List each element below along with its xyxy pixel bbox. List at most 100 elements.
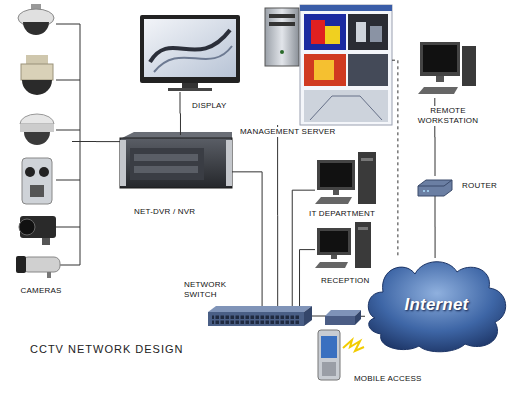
bullet-camera bbox=[16, 256, 60, 278]
wireless-bolt bbox=[343, 340, 364, 351]
modem-front bbox=[325, 316, 355, 325]
monitor-screen bbox=[320, 231, 348, 252]
nvr-top bbox=[122, 132, 232, 138]
tower-case bbox=[265, 8, 299, 66]
nvr-unit bbox=[120, 132, 232, 188]
tower-case bbox=[358, 152, 376, 204]
camera-mount bbox=[47, 272, 51, 278]
router-device bbox=[418, 180, 452, 196]
speed-dome-camera bbox=[21, 55, 53, 95]
display-stand bbox=[182, 83, 198, 88]
screen-swirl bbox=[150, 30, 230, 62]
drive-bay bbox=[134, 154, 198, 161]
mobile-phone bbox=[318, 330, 340, 380]
camera-lens bbox=[25, 167, 35, 177]
rack-handle bbox=[226, 140, 232, 186]
router-node: ROUTER bbox=[418, 176, 452, 196]
camera-housing bbox=[22, 257, 60, 272]
monitor-stand bbox=[331, 255, 337, 259]
rack-handle bbox=[120, 140, 126, 186]
switch-device bbox=[208, 306, 312, 326]
router-body bbox=[418, 180, 452, 196]
node-label: NET-DVR / NVR bbox=[134, 207, 195, 217]
monitor-screen bbox=[320, 163, 352, 187]
camera-mount bbox=[31, 4, 41, 10]
workstation-computer bbox=[418, 42, 476, 94]
bus-wire bbox=[80, 24, 81, 265]
network-cable bbox=[277, 125, 278, 306]
network-cable bbox=[312, 316, 365, 317]
router-edge bbox=[418, 180, 452, 186]
network-cable bbox=[180, 92, 181, 135]
phone-body bbox=[318, 330, 340, 380]
thermal-view bbox=[304, 14, 346, 50]
nvr-body bbox=[120, 138, 232, 188]
display-monitor bbox=[140, 15, 240, 91]
tower-case bbox=[355, 222, 371, 268]
workstation-node: REMOTE WORKSTATION bbox=[418, 40, 478, 98]
display-frame bbox=[140, 15, 240, 83]
monitor-stand bbox=[333, 190, 339, 195]
network-cable bbox=[300, 250, 315, 306]
computer-node: IT DEPARTMENT bbox=[315, 152, 378, 205]
nvr-node: NET-DVR / NVR bbox=[120, 135, 232, 190]
network-cable bbox=[232, 172, 262, 306]
thermal-spot bbox=[314, 60, 334, 80]
server-node: MANAGEMENT SERVER bbox=[262, 5, 392, 125]
reception-computer bbox=[315, 222, 371, 268]
fixed-camera bbox=[19, 216, 56, 245]
drive-bay bbox=[134, 166, 198, 173]
network-cable bbox=[392, 60, 398, 258]
camera-lens bbox=[19, 219, 35, 235]
node-label: NETWORK SWITCH bbox=[184, 280, 234, 300]
node-label: MOBILE ACCESS bbox=[354, 374, 422, 384]
software-screenshot bbox=[300, 5, 392, 125]
switch-front bbox=[208, 312, 304, 326]
node-label: DISPLAY bbox=[192, 101, 227, 111]
monitor-frame bbox=[420, 42, 460, 76]
computer-node: RECEPTION bbox=[315, 222, 372, 268]
internet-cloud: Internet bbox=[365, 258, 508, 352]
server-tower bbox=[265, 8, 299, 66]
power-led bbox=[280, 50, 284, 54]
mobile-node: MOBILE ACCESS bbox=[318, 330, 340, 380]
node-label: RECEPTION bbox=[321, 276, 369, 286]
window-titlebar bbox=[300, 5, 392, 11]
tower-case bbox=[462, 46, 476, 86]
display-node: DISPLAY bbox=[140, 15, 240, 92]
network-cable bbox=[292, 190, 315, 306]
camera-view-figure bbox=[370, 26, 382, 42]
screen-swirl bbox=[154, 46, 232, 72]
switch-side bbox=[304, 306, 312, 326]
camera-view bbox=[348, 54, 388, 86]
monitor-frame bbox=[317, 228, 351, 255]
node-label: REMOTE WORKSTATION bbox=[414, 106, 482, 126]
camera-panel bbox=[30, 185, 44, 197]
node-label: IT DEPARTMENT bbox=[309, 209, 375, 219]
phone-keypad bbox=[322, 362, 336, 376]
modem-top bbox=[325, 310, 361, 316]
window-frame bbox=[300, 5, 392, 125]
keyboard bbox=[418, 87, 458, 94]
bus-tick bbox=[56, 24, 80, 265]
switch-node: NETWORK SWITCH bbox=[208, 306, 312, 326]
camera-housing bbox=[18, 9, 54, 27]
router-led bbox=[423, 190, 425, 192]
network-cable bbox=[435, 196, 436, 258]
switch-ports bbox=[212, 314, 300, 324]
display-screen bbox=[144, 19, 236, 77]
keyboard bbox=[315, 197, 352, 204]
thermal-spot bbox=[325, 26, 340, 44]
corridor-lines bbox=[310, 96, 382, 120]
monitor-screen bbox=[423, 45, 457, 72]
diagram-title: CCTV NETWORK DESIGN bbox=[30, 343, 183, 355]
camera-housing bbox=[22, 158, 52, 204]
modem-device bbox=[325, 310, 361, 325]
drive-slot bbox=[269, 14, 295, 18]
camera-ring bbox=[20, 124, 54, 132]
camera-mount bbox=[42, 238, 50, 245]
camera-dome bbox=[22, 80, 52, 95]
camera-view bbox=[304, 90, 388, 122]
modem-side bbox=[355, 310, 361, 325]
